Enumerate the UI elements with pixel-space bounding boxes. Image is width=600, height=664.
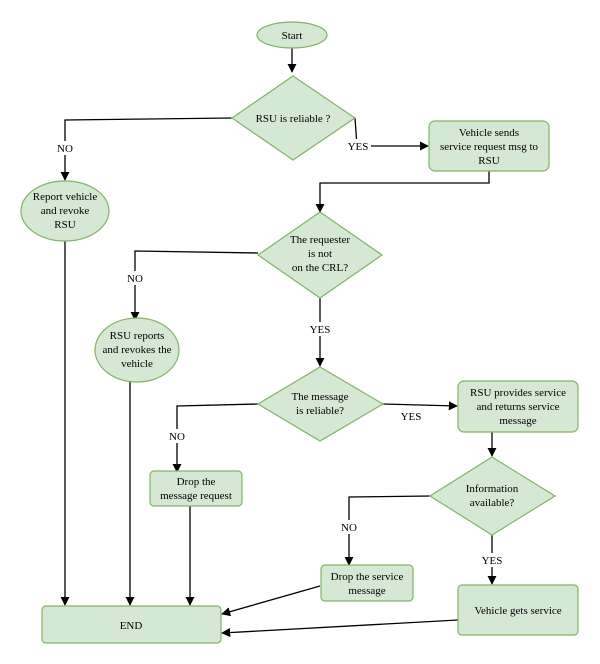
requester-crl-decision[interactable]: The requester is not on the CRL?: [256, 211, 384, 299]
vehicle-gets-process[interactable]: Vehicle gets service: [457, 584, 579, 636]
edge-drop-service-to-end: [221, 585, 321, 617]
edge-info-no: [344, 495, 431, 566]
label-info-yes: YES: [482, 555, 503, 567]
rsu-reports-node[interactable]: RSU reports and revokes the vehicle: [94, 317, 180, 383]
vehicle-sends-process[interactable]: Vehicle sends service request msg to RSU: [428, 120, 550, 172]
message-reliable-line-2: is reliable?: [296, 405, 344, 417]
label-message-no: NO: [169, 431, 185, 443]
edge-vehicle-sends-to-crl: [315, 171, 490, 213]
label-crl-no: NO: [127, 273, 143, 285]
edges: [60, 48, 497, 638]
rsu-provides-line-3: message: [499, 415, 536, 427]
info-available-decision[interactable]: Information available?: [428, 456, 557, 536]
rsu-reports-line-3: vehicle: [121, 358, 153, 370]
rsu-provides-line-1: RSU provides service: [470, 387, 566, 399]
rsu-provides-process[interactable]: RSU provides service and returns service…: [457, 380, 579, 433]
edge-vehicle-gets-to-end: [221, 619, 459, 638]
start-label: Start: [282, 30, 303, 42]
report-vehicle-line-1: Report vehicle: [33, 191, 98, 203]
rsu-reliable-label: RSU is reliable ?: [256, 113, 331, 125]
drop-request-process[interactable]: Drop the message request: [149, 470, 243, 507]
rsu-reliable-decision[interactable]: RSU is reliable ?: [230, 75, 357, 161]
drop-service-line-1: Drop the service: [331, 571, 404, 583]
nodes: Start RSU is reliable ? Vehicle sends se…: [20, 21, 579, 644]
info-available-line-1: Information: [466, 483, 519, 495]
edge-labels: NO YES NO YES NO YES NO YES: [53, 139, 505, 567]
end-node[interactable]: END: [41, 605, 222, 644]
label-rsu-reliable-yes: YES: [348, 141, 369, 153]
vehicle-sends-line-1: Vehicle sends: [459, 127, 519, 139]
edge-message-no: [172, 403, 259, 473]
label-message-yes: YES: [401, 411, 422, 423]
rsu-provides-line-2: and returns service: [476, 401, 559, 413]
report-vehicle-line-2: and revoke: [41, 205, 90, 217]
requester-crl-line-3: on the CRL?: [292, 262, 348, 274]
message-reliable-line-1: The message: [291, 391, 348, 403]
requester-crl-line-1: The requester: [290, 234, 350, 246]
edge-rsu-reliable-no: [60, 117, 233, 181]
edge-crl-no: [130, 250, 259, 321]
rsu-reports-line-2: and revokes the: [102, 344, 171, 356]
drop-service-process[interactable]: Drop the service message: [320, 564, 414, 602]
rsu-reports-line-1: RSU reports: [110, 330, 165, 342]
label-rsu-reliable-no: NO: [57, 143, 73, 155]
report-vehicle-line-3: RSU: [54, 219, 75, 231]
drop-request-line-1: Drop the: [177, 476, 216, 488]
requester-crl-line-2: is not: [308, 248, 332, 260]
message-reliable-decision[interactable]: The message is reliable?: [256, 366, 385, 442]
end-label: END: [120, 620, 143, 632]
start-node[interactable]: Start: [256, 21, 328, 49]
vehicle-sends-line-3: RSU: [478, 155, 499, 167]
info-available-line-2: available?: [470, 497, 515, 509]
label-info-no: NO: [341, 522, 357, 534]
drop-request-line-2: message request: [160, 490, 232, 502]
edge-message-yes: [382, 401, 458, 411]
label-crl-yes: YES: [310, 324, 331, 336]
drop-service-line-2: message: [348, 585, 385, 597]
vehicle-gets-label: Vehicle gets service: [474, 605, 561, 617]
vehicle-sends-line-2: service request msg to: [440, 141, 539, 153]
report-vehicle-node[interactable]: Report vehicle and revoke RSU: [20, 180, 110, 242]
